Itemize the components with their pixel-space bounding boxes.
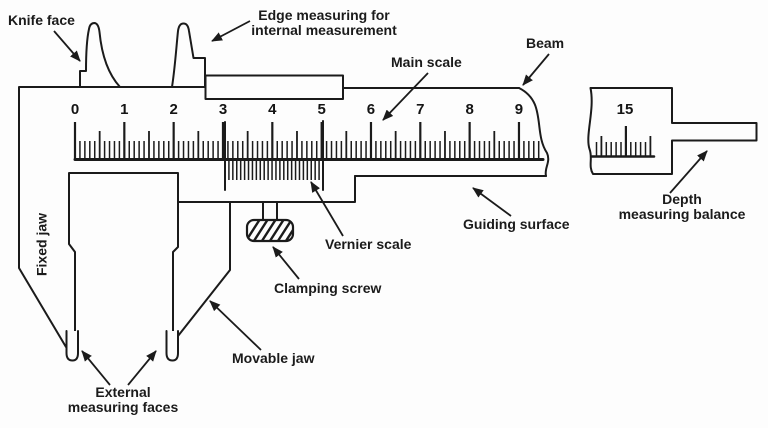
label-fixed-jaw: Fixed jaw — [33, 212, 50, 277]
main-scale-number: 7 — [416, 101, 425, 118]
label-edge-measuring-line1: Edge measuring for — [258, 7, 390, 23]
main-scale-number: 5 — [317, 101, 326, 118]
arrow-vernier-scale — [310, 181, 344, 237]
slider-bottom-edge — [177, 175, 356, 203]
label-external-faces-line2: measuring faces — [67, 399, 179, 415]
beam-break-edge — [518, 87, 550, 177]
main-scale-number: 2 — [169, 101, 178, 118]
main-scale-number: 9 — [514, 101, 524, 118]
arrow-knife-face — [53, 30, 81, 62]
arrow-edge-measuring — [211, 20, 251, 42]
depth-scale-number: 15 — [616, 101, 634, 118]
label-clamping-screw: Clamping screw — [274, 280, 382, 296]
clamping-screw-stem — [262, 201, 278, 221]
fixed-jaw-outline — [18, 86, 81, 348]
main-scale-number: 3 — [218, 101, 228, 118]
label-vernier-scale: Vernier scale — [325, 236, 412, 252]
arrow-main-scale — [382, 72, 429, 121]
arrow-guiding-surface — [472, 187, 512, 217]
jaw-gap-outline — [68, 172, 179, 333]
label-movable-jaw: Movable jaw — [232, 350, 315, 366]
main-scale-ticks — [73, 122, 540, 159]
main-scale-number: 8 — [465, 101, 474, 118]
arrow-depth-rod — [669, 150, 708, 194]
arrow-movable-jaw — [209, 300, 262, 351]
label-guiding-surface: Guiding surface — [463, 216, 570, 232]
label-knife-face: Knife face — [8, 12, 75, 28]
label-beam: Beam — [526, 35, 565, 51]
main-scale-number: 1 — [120, 101, 129, 118]
label-external-faces-line1: External — [95, 384, 151, 400]
main-scale-number: 0 — [70, 101, 80, 118]
movable-jaw-outer-edge — [177, 201, 231, 337]
depth-scale-ticks — [595, 126, 652, 156]
right-measuring-face — [165, 330, 179, 362]
label-depth-line1: Depth — [662, 191, 702, 207]
label-depth-line2: measuring balance — [618, 206, 746, 222]
vernier-scale-ticks — [228, 161, 320, 180]
internal-jaw-left — [79, 22, 121, 88]
arrow-clamping-screw — [272, 246, 300, 280]
arrow-beam — [522, 53, 550, 86]
main-scale-number: 4 — [268, 101, 277, 118]
arrow-external-face-right — [127, 350, 157, 386]
slider-top-plate — [204, 74, 344, 100]
main-scale-number: 6 — [366, 101, 376, 118]
label-edge-measuring-line2: internal measurement — [251, 22, 397, 38]
arrow-external-face-left — [81, 350, 111, 386]
internal-jaw-right — [171, 22, 206, 88]
left-measuring-face — [65, 330, 79, 362]
label-main-scale: Main scale — [391, 54, 462, 70]
